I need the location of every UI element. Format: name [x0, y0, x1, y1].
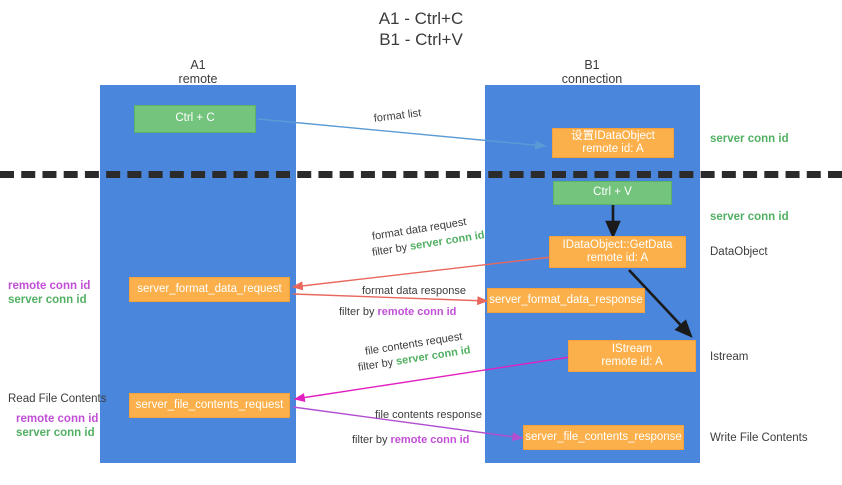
filter-prefix: filter by [352, 434, 388, 446]
box-ctrl-c-label: Ctrl + C [175, 112, 215, 125]
phase-divider [0, 171, 842, 178]
box-server-format-data-response[interactable]: server_format_data_response [487, 288, 645, 313]
box-set-idataobject-line2: remote id: A [582, 143, 644, 155]
filter-key-remote-conn-id: remote conn id [390, 434, 470, 446]
column-b1-name: B1 [584, 58, 600, 72]
note-read-file-contents: Read File Contents [8, 393, 107, 405]
box-idataobject-getdata[interactable]: IDataObject::GetData remote id: A [549, 236, 686, 268]
box-server-file-contents-response-label: server_file_contents_response [525, 430, 682, 443]
box-istream-line2: remote id: A [601, 356, 663, 368]
filter-prefix: filter by [371, 241, 409, 259]
title-line-1: A1 - Ctrl+C [378, 9, 464, 28]
note-server-conn-id-mid: server conn id [710, 211, 789, 223]
filter-prefix: filter by [339, 306, 375, 318]
note-remote-conn-id-lower: remote conn id [16, 413, 99, 425]
label-file-contents-response-title: file contents response [375, 409, 483, 421]
box-ctrl-c[interactable]: Ctrl + C [134, 105, 256, 133]
box-getdata-line1: IDataObject::GetData [562, 238, 673, 251]
note-server-conn-id-lower: server conn id [16, 427, 95, 439]
note-remote-conn-id-upper: remote conn id [8, 280, 91, 292]
box-ctrl-v[interactable]: Ctrl + V [553, 181, 672, 205]
label-format-data-response-filter: filter by remote conn id [339, 305, 456, 319]
title-line-2: B1 - Ctrl+V [379, 30, 463, 49]
box-istream-line1: IStream [611, 342, 653, 355]
label-format-data-response-title: format data response [362, 285, 466, 297]
box-server-file-contents-response[interactable]: server_file_contents_response [523, 425, 684, 450]
box-server-file-contents-request-label: server_file_contents_request [135, 398, 284, 411]
box-set-idataobject[interactable]: 设置IDataObject remote id: A [552, 128, 674, 158]
column-header-a1: A1 remote [118, 58, 278, 86]
note-dataobject: DataObject [710, 246, 768, 258]
box-istream[interactable]: IStream remote id: A [568, 340, 696, 372]
box-server-format-data-request-label: server_format_data_request [137, 282, 282, 295]
box-server-format-data-request[interactable]: server_format_data_request [129, 277, 290, 302]
filter-key-remote-conn-id: remote conn id [377, 306, 457, 318]
box-getdata-line2: remote id: A [586, 252, 649, 264]
box-server-file-contents-request[interactable]: server_file_contents_request [129, 393, 290, 418]
box-server-format-data-response-label: server_format_data_response [489, 293, 643, 306]
note-write-file-contents: Write File Contents [710, 432, 808, 444]
box-set-idataobject-line1: 设置IDataObject [571, 129, 655, 142]
column-a1-name: A1 [190, 58, 206, 72]
note-istream: Istream [710, 351, 749, 363]
page-title: A1 - Ctrl+C B1 - Ctrl+V [0, 8, 842, 50]
note-server-conn-id-top: server conn id [710, 133, 789, 145]
note-server-conn-id-upper: server conn id [8, 294, 87, 306]
column-a1-subtitle: remote [178, 72, 218, 86]
label-file-contents-response-filter: filter by remote conn id [352, 433, 469, 447]
column-header-b1: B1 connection [512, 58, 672, 86]
box-ctrl-v-label: Ctrl + V [593, 186, 632, 199]
column-b1-subtitle: connection [561, 72, 623, 86]
filter-prefix: filter by [357, 356, 395, 374]
label-format-list: format list [373, 107, 422, 125]
